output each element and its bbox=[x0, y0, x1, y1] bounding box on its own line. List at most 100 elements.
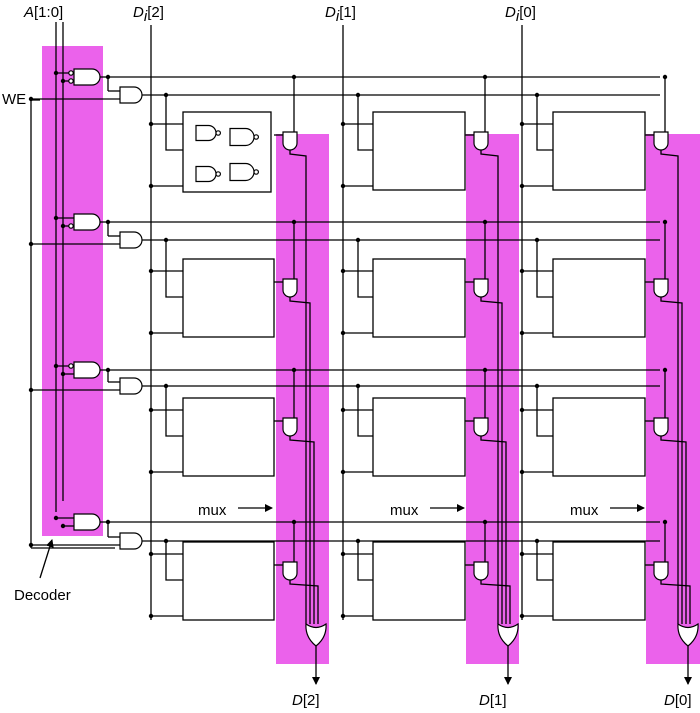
cell-enable bbox=[165, 386, 183, 437]
mux-and-gate-r3-c0 bbox=[282, 561, 298, 581]
memory-cell-r0-c1 bbox=[372, 111, 466, 191]
inverter-bubble bbox=[253, 134, 260, 140]
junction-dot bbox=[163, 538, 169, 544]
cell-enable bbox=[536, 240, 553, 298]
mux-label-d2: mux bbox=[198, 502, 227, 519]
decoder-label: Decoder bbox=[14, 587, 71, 604]
mux-label-d1: mux bbox=[390, 502, 419, 519]
junction-dot bbox=[662, 519, 668, 525]
mux-and-gate-r1-c1 bbox=[473, 278, 489, 298]
mux-and-gate-r0-c2 bbox=[653, 131, 669, 151]
junction-dot bbox=[60, 371, 66, 377]
junction-dot bbox=[148, 551, 154, 557]
mux-output bbox=[660, 150, 679, 624]
mux-output bbox=[289, 150, 307, 624]
data-out-label-1: D[1] bbox=[479, 692, 507, 709]
row-enable-and-gate-3 bbox=[119, 532, 143, 550]
junction-dot bbox=[340, 551, 346, 557]
junction-dot bbox=[105, 74, 111, 80]
junction-dot bbox=[519, 268, 525, 274]
junction-dot bbox=[340, 613, 346, 619]
inverter-bubble bbox=[68, 363, 74, 369]
memory-cell-r1-c2 bbox=[552, 258, 646, 338]
decoder-and-gate-0 bbox=[73, 68, 101, 86]
inverter-bubble bbox=[68, 70, 74, 76]
junction-dot bbox=[482, 74, 488, 80]
junction-dot bbox=[148, 183, 154, 189]
junction-dot bbox=[60, 223, 66, 229]
junction-dot bbox=[53, 70, 59, 76]
cell-enable bbox=[165, 541, 183, 581]
junction-dot bbox=[340, 330, 346, 336]
cell-enable bbox=[536, 386, 553, 437]
junction-dot bbox=[519, 121, 525, 127]
junction-dot bbox=[482, 219, 488, 225]
inverter-bubble bbox=[253, 169, 260, 175]
mux-output bbox=[480, 580, 511, 624]
output-or-gate-1 bbox=[497, 622, 519, 647]
junction-dot bbox=[519, 469, 525, 475]
inverter-bubble bbox=[215, 130, 222, 136]
mux-and-gate-r3-c2 bbox=[653, 561, 669, 581]
wiring bbox=[30, 22, 692, 685]
cell-enable bbox=[357, 95, 373, 151]
junction-dot bbox=[163, 383, 169, 389]
junction-dot bbox=[482, 367, 488, 373]
decoder-and-gate-3 bbox=[73, 513, 101, 531]
inverter-bubble bbox=[68, 78, 74, 84]
junction-dot bbox=[53, 215, 59, 221]
junction-dot bbox=[163, 92, 169, 98]
data-out-label-0: D[0] bbox=[664, 692, 692, 709]
cell-enable bbox=[165, 240, 183, 298]
junction-dot bbox=[148, 613, 154, 619]
latch-nand-1 bbox=[195, 124, 217, 142]
junction-dot bbox=[291, 219, 297, 225]
decoder-and-gate-1 bbox=[73, 213, 101, 231]
mux-output bbox=[660, 297, 683, 624]
memory-cell-r1-c1 bbox=[372, 258, 466, 338]
junction-dot bbox=[53, 363, 59, 369]
junction-dot bbox=[340, 469, 346, 475]
logic-gates bbox=[68, 68, 699, 647]
cell-enable bbox=[165, 95, 183, 151]
junction-dot bbox=[519, 551, 525, 557]
memory-cell-r3-c0 bbox=[182, 541, 275, 621]
mux-output bbox=[289, 436, 315, 624]
mux-output bbox=[480, 436, 507, 624]
memory-cell-r0-c2 bbox=[552, 111, 646, 191]
data-in-label-1: Di[1] bbox=[325, 4, 356, 25]
junction-dot bbox=[148, 268, 154, 274]
memory-cell-r2-c1 bbox=[372, 397, 466, 477]
junction-dot bbox=[482, 519, 488, 525]
junction-dot bbox=[519, 407, 525, 413]
junction-dot bbox=[148, 121, 154, 127]
mux-output bbox=[289, 580, 319, 624]
junction-dot bbox=[291, 74, 297, 80]
junction-dot bbox=[60, 78, 66, 84]
mux-and-gate-r2-c0 bbox=[282, 417, 298, 437]
junction-dot bbox=[662, 74, 668, 80]
latch-nand-4 bbox=[229, 162, 255, 182]
junction-dot bbox=[291, 367, 297, 373]
junction-dot bbox=[340, 407, 346, 413]
junction-dot bbox=[28, 241, 34, 247]
labels: A[1:0] WE Di[2] Di[1] Di[0] mux mux mux … bbox=[2, 4, 692, 709]
junction-dot bbox=[148, 407, 154, 413]
mux-and-gate-r2-c1 bbox=[473, 417, 489, 437]
memory-cell-r3-c2 bbox=[552, 541, 646, 621]
memory-cells bbox=[182, 111, 646, 621]
cell-enable bbox=[536, 541, 553, 581]
output-or-gate-2 bbox=[677, 622, 699, 647]
inverter-bubble bbox=[215, 171, 222, 177]
junction-dot bbox=[163, 237, 169, 243]
junction-dot bbox=[105, 219, 111, 225]
junction-dot bbox=[355, 92, 361, 98]
junction-dot bbox=[519, 330, 525, 336]
junction-dot bbox=[340, 183, 346, 189]
junction-dot bbox=[60, 523, 66, 529]
junction-dot bbox=[340, 268, 346, 274]
mux-and-gate-r1-c2 bbox=[653, 278, 669, 298]
memory-cell-r3-c1 bbox=[372, 541, 466, 621]
junction-dot bbox=[291, 519, 297, 525]
